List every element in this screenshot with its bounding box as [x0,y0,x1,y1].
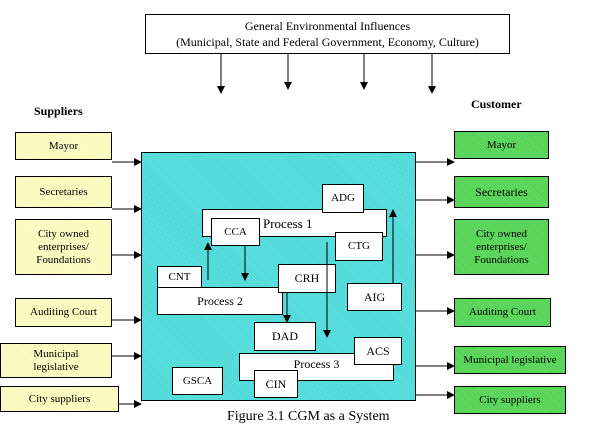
unit-gsca: GSCA [172,367,223,395]
process-3-label: Process 3 [293,357,340,371]
supplier-city-owned-enterprises: City owned enterprises/ Foundations [15,219,112,275]
unit-ctg: CTG [335,232,383,261]
customer-city-suppliers: City suppliers [454,386,566,414]
supplier-mayor: Mayor [15,132,112,160]
unit-cca: CCA [211,218,260,246]
customer-secretaries: Secretaries [454,176,549,208]
process-1-label: Process 1 [263,215,313,231]
supplier-secretaries: Secretaries [15,176,112,208]
figure-caption: Figure 3.1 CGM as a System [227,409,390,424]
unit-dad: DAD [254,322,316,351]
customer-city-owned-enterprises: City owned enterprises/ Foundations [454,219,549,275]
unit-cnt: CNT [157,266,202,288]
process-2-label: Process 2 [197,293,243,308]
unit-crh: CRH [278,264,336,293]
customer-heading: Customer [471,97,522,111]
environment-subtitle: (Municipal, State and Federal Government… [176,35,479,49]
customer-municipal-legislative: Municipal legislative [454,346,566,374]
unit-cin: CIN [254,370,298,398]
unit-aig: AIG [347,283,402,311]
customer-auditing-court: Auditing Court [454,298,551,327]
supplier-auditing-court: Auditing Court [15,298,112,327]
suppliers-heading: Suppliers [34,104,83,118]
unit-acs: ACS [354,337,402,365]
supplier-city-suppliers: City suppliers [0,386,119,412]
unit-adg: ADG [322,184,364,213]
environmental-influences-box: General Environmental Influences (Munici… [145,14,510,54]
customer-mayor: Mayor [454,131,549,159]
process-2: Process 2 [157,287,283,315]
environment-title: General Environmental Influences [244,19,411,33]
supplier-municipal-legislative: Municipal legislative [0,343,112,378]
